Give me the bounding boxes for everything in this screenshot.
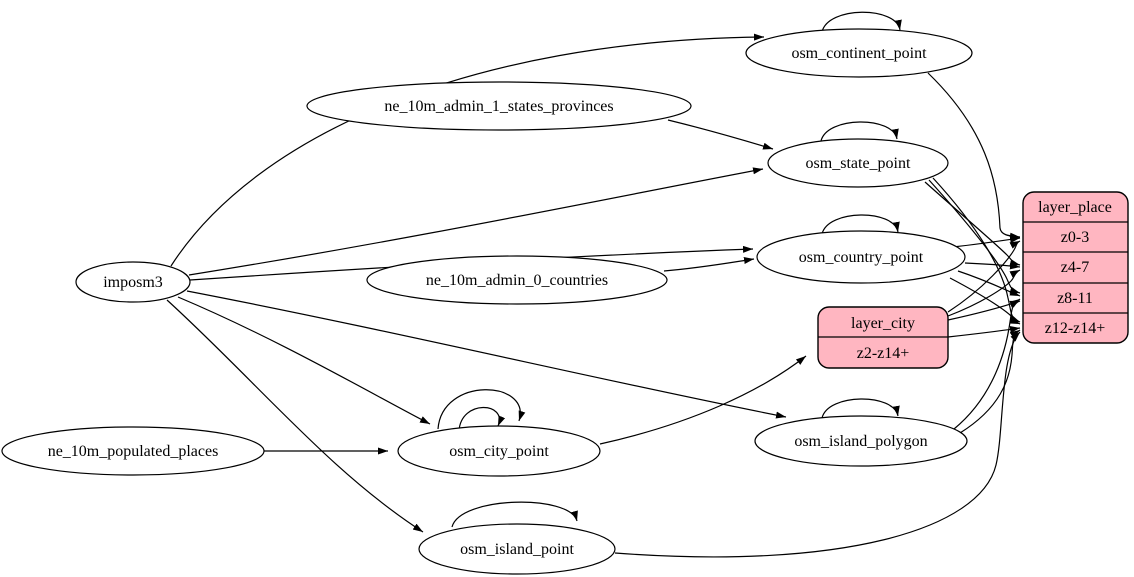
node-osm_state_point: osm_state_point <box>767 138 949 188</box>
node-osm_island_polygon: osm_island_polygon <box>754 415 968 467</box>
ne_10m_admin_0_countries-shape <box>366 255 668 305</box>
imposm3-shape <box>75 261 191 303</box>
selfloop-outer-osm_city_point <box>437 389 526 430</box>
ne_10m_admin_1_states_provinces-label: ne_10m_admin_1_states_provinces <box>384 98 613 115</box>
edge-osm_island_polygon-layer_place-z12-z14 <box>959 329 1021 434</box>
node-ne_10m_admin_0_countries: ne_10m_admin_0_countries <box>366 255 668 305</box>
edge-imposm3-osm_city_point <box>177 296 431 425</box>
edge-imposm3-osm_state_point <box>188 167 764 276</box>
osm_country_point-label: osm_country_point <box>799 249 924 266</box>
edge-layer_city-layer_place-z8-11 <box>947 300 1021 321</box>
edge-osm_country_point-layer_place-z8-11 <box>957 270 1021 297</box>
layer_place-title: layer_place <box>1038 199 1112 216</box>
edge-layer_city-layer_place-z4-7 <box>947 269 1021 317</box>
osm_city_point-label: osm_city_point <box>449 443 549 460</box>
edge-osm_country_point-layer_place-z0-3 <box>952 236 1021 248</box>
osm_island_point-shape <box>418 523 616 575</box>
selfloop-osm_island_polygon <box>821 398 900 419</box>
edge-imposm3-osm_continent_point <box>170 33 765 267</box>
osm_city_point-shape <box>397 425 601 477</box>
node-osm_country_point: osm_country_point <box>756 230 966 284</box>
osm_state_point-label: osm_state_point <box>806 155 911 172</box>
edge-osm_city_point-layer_city <box>599 355 807 445</box>
edge-osm_country_point-layer_place-z12-z14 <box>949 277 1021 325</box>
edge-osm_continent_point-layer_place-z0-3 <box>927 72 1021 240</box>
osm_state_point-shape <box>767 138 949 188</box>
ne_10m_populated_places-label: ne_10m_populated_places <box>48 443 219 460</box>
osm_continent_point-label: osm_continent_point <box>791 45 927 62</box>
layer_place-row-z4-7: z4-7 <box>1061 259 1089 276</box>
osm_island_point-label: osm_island_point <box>460 541 574 558</box>
layer_place-row-z0-3: z0-3 <box>1061 229 1089 246</box>
node-imposm3: imposm3 <box>75 261 191 303</box>
layer_place-box <box>1022 191 1129 344</box>
selfloop-osm_continent_point <box>821 11 902 33</box>
node-osm_continent_point: osm_continent_point <box>745 28 973 78</box>
layer_city-title: layer_city <box>851 315 915 332</box>
edge-osm_island_point-layer_place-z12-z14 <box>614 331 1021 558</box>
node-layer_place: layer_place z0-3 z4-7 z8-11 z12-z14+ <box>1022 191 1129 344</box>
node-ne_10m_admin_1_states_provinces: ne_10m_admin_1_states_provinces <box>306 81 692 131</box>
edge-osm_country_point-layer_place-z4-7 <box>964 262 1021 270</box>
node-ne_10m_populated_places: ne_10m_populated_places <box>1 426 265 476</box>
osm_island_polygon-shape <box>754 415 968 467</box>
layer_place-row-z12-z14: z12-z14+ <box>1045 320 1106 337</box>
edge-group <box>166 11 1021 558</box>
node-layer_city: layer_city z2-z14+ <box>817 306 949 369</box>
edge-ne_10m_admin_0_countries-osm_country_point <box>663 257 755 272</box>
layer_city-row-z2-z14: z2-z14+ <box>857 345 910 362</box>
selfloop-osm_country_point <box>821 214 900 235</box>
selfloop-osm_state_point <box>820 121 899 142</box>
ne_10m_admin_1_states_provinces-shape <box>306 81 692 131</box>
edge-layer_city-layer_place-z12-z14 <box>947 326 1021 338</box>
osm_island_polygon-label: osm_island_polygon <box>794 433 927 450</box>
ne_10m_admin_0_countries-label: ne_10m_admin_0_countries <box>426 272 608 289</box>
edge-imposm3-osm_island_polygon <box>186 290 787 419</box>
edge-imposm3-osm_island_point <box>166 299 424 533</box>
edge-layer_city-layer_place-z0-3 <box>947 240 1021 313</box>
node-osm_island_point: osm_island_point <box>418 523 616 575</box>
ne_10m_populated_places-shape <box>1 426 265 476</box>
edge-ne_10m_admin_1_states_provinces-osm_state_point <box>667 119 774 150</box>
selfloop-osm_island_point <box>451 501 578 528</box>
imposm3-label: imposm3 <box>103 274 163 291</box>
node-osm_city_point: osm_city_point <box>397 425 601 477</box>
layer_place-row-z8-11: z8-11 <box>1057 290 1093 307</box>
osm_country_point-shape <box>756 230 966 284</box>
selfloop-inner-osm_city_point <box>458 407 506 432</box>
osm_continent_point-shape <box>745 28 973 78</box>
edge-osm_island_polygon-layer_place-z8-11 <box>953 298 1021 430</box>
